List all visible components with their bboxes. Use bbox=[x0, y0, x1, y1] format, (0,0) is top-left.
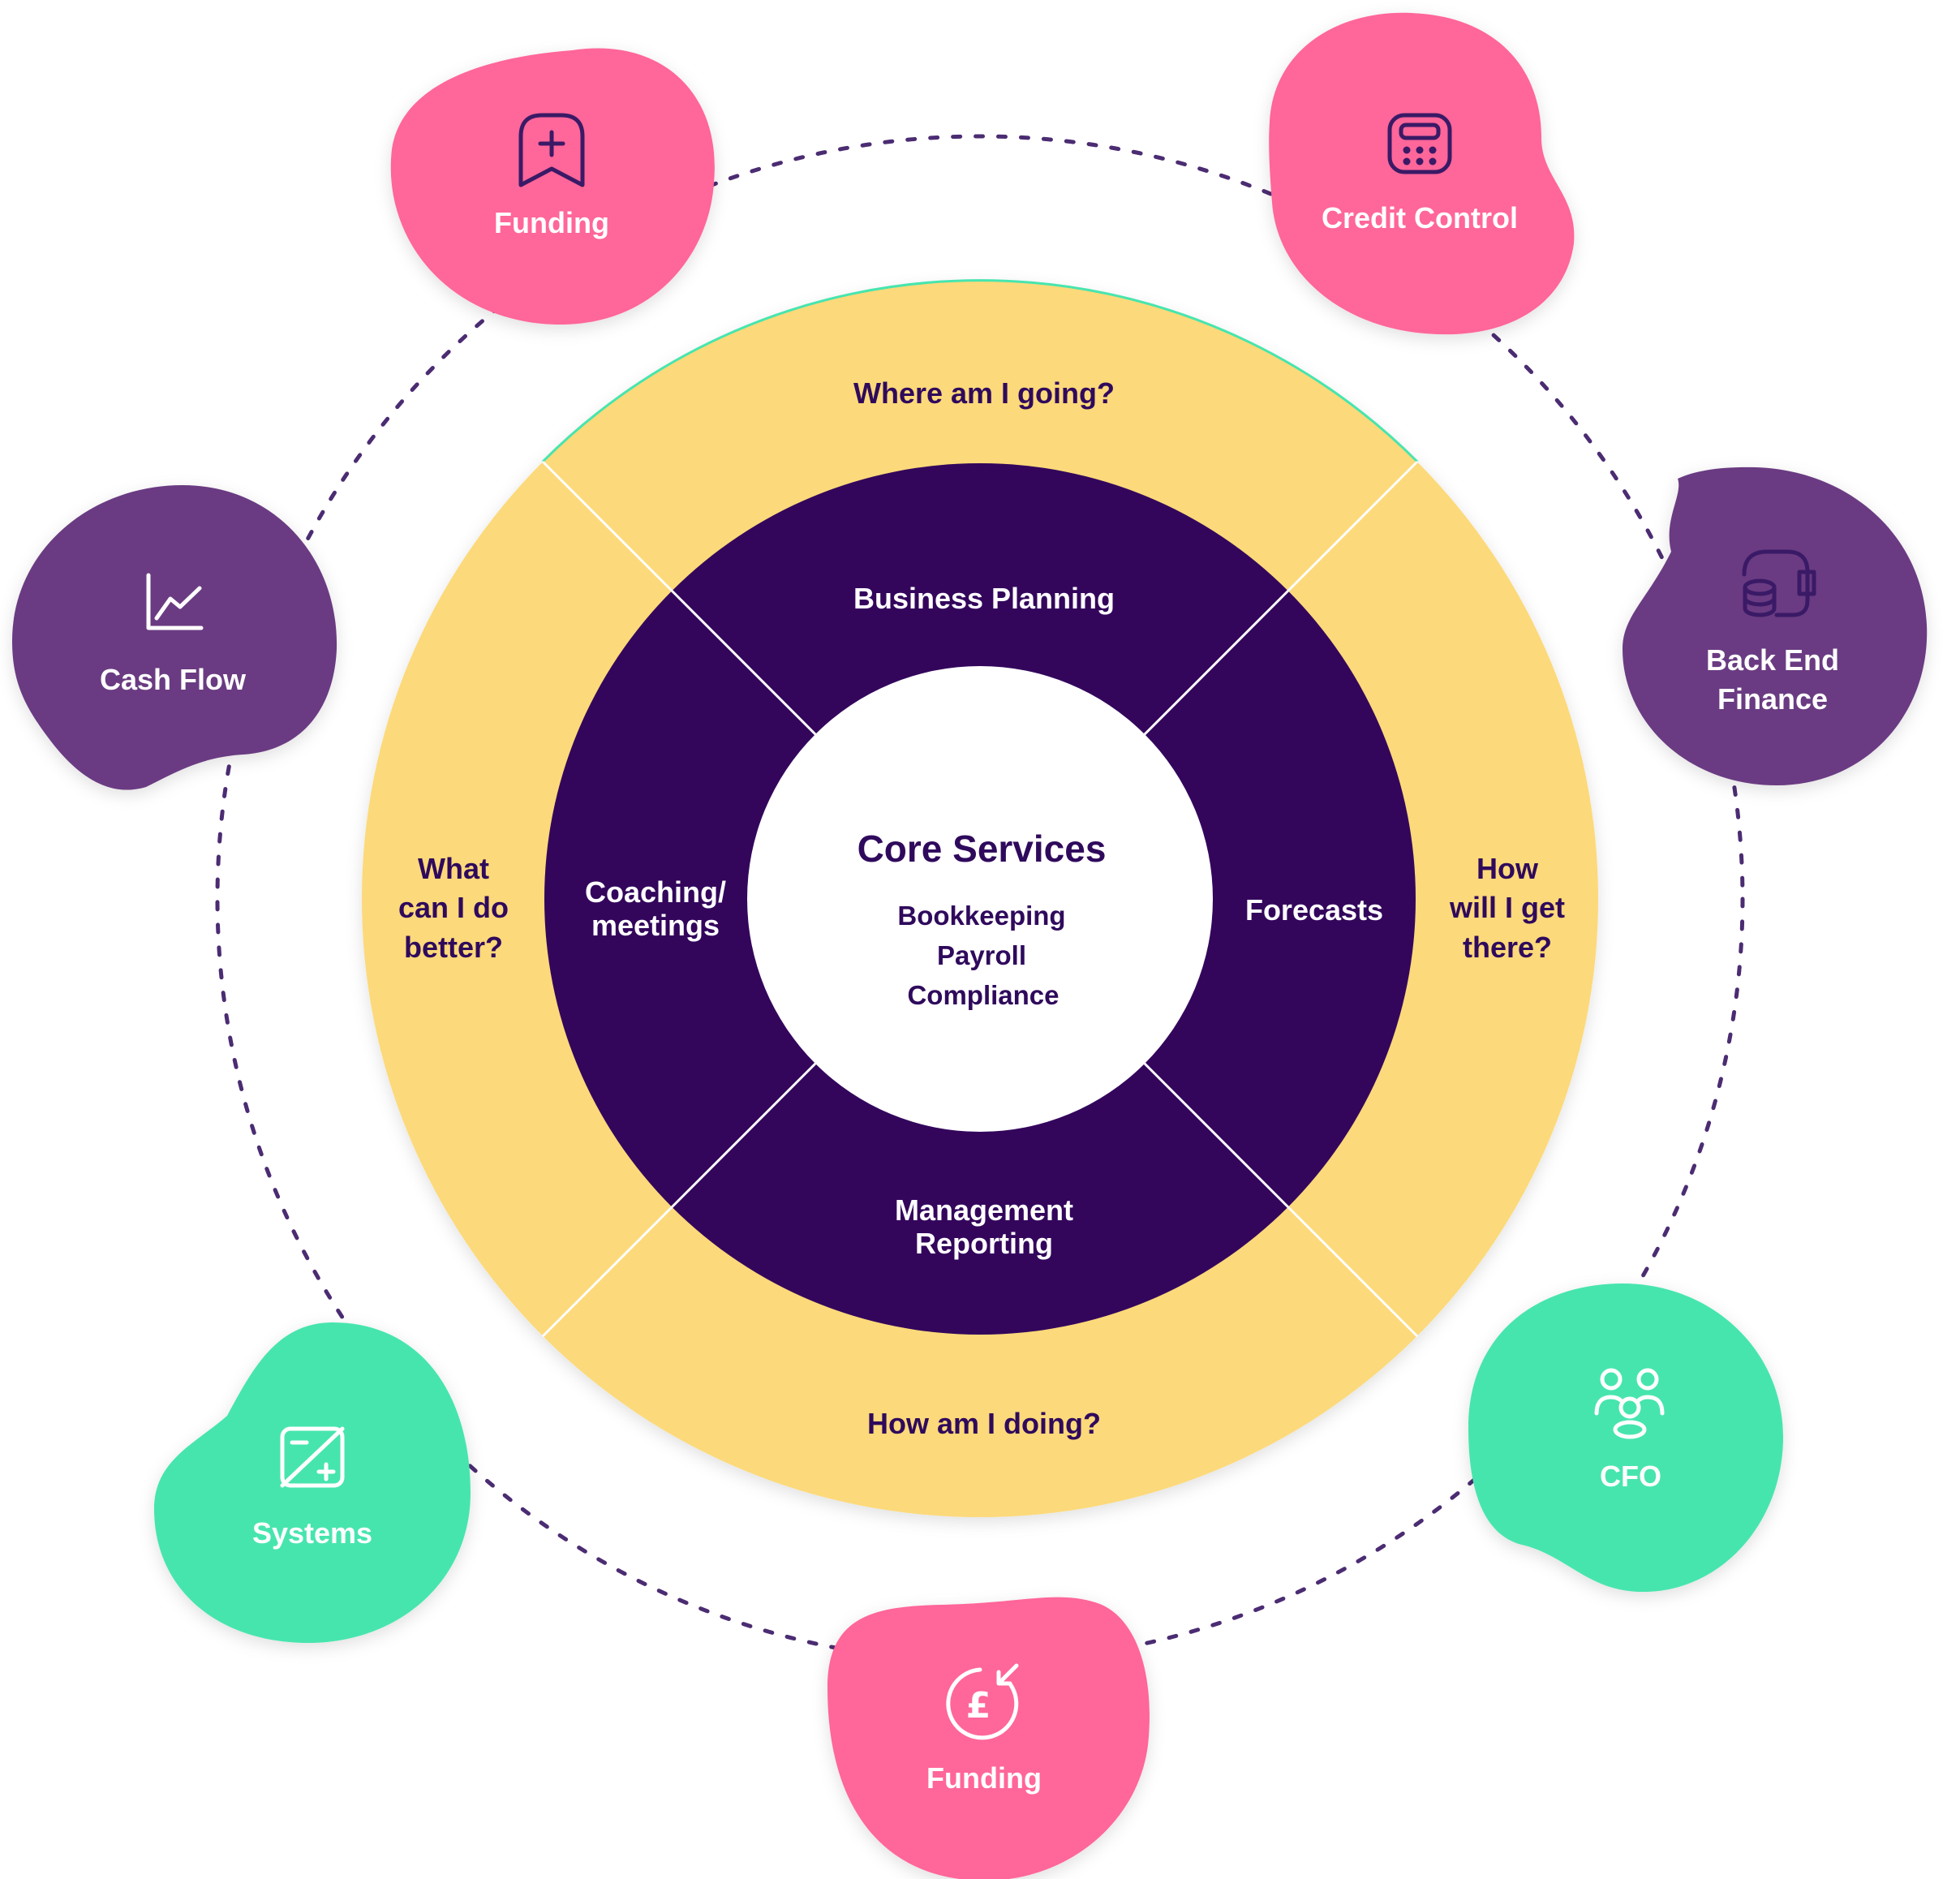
pound-inflow-icon: £ bbox=[946, 1663, 1019, 1740]
inner-ring-dividers bbox=[670, 589, 1290, 1209]
bookmark-plus-icon bbox=[518, 113, 585, 187]
core-circle bbox=[747, 666, 1213, 1132]
bubble-funding-bottom-label: Funding bbox=[926, 1761, 1042, 1795]
outer-label-bottom: How am I doing? bbox=[867, 1407, 1101, 1440]
calculator-icon bbox=[1387, 113, 1452, 174]
line-chart-icon bbox=[146, 573, 204, 630]
core-item: Compliance bbox=[907, 980, 1059, 1010]
bubble-cash-flow-label: Cash Flow bbox=[100, 663, 247, 696]
dashed-orbit bbox=[215, 134, 1745, 1664]
outer-label-right: will I get bbox=[1449, 891, 1565, 924]
inner-label-bottom: Management bbox=[895, 1193, 1073, 1227]
bubble-back-end-finance[interactable] bbox=[1623, 467, 1928, 785]
svg-text:£: £ bbox=[966, 1685, 991, 1726]
inner-label-right: Forecasts bbox=[1245, 893, 1383, 927]
inner-label-top: Business Planning bbox=[853, 582, 1115, 615]
inner-label-left: Coaching/ bbox=[585, 875, 726, 909]
wallet-coins-icon bbox=[1742, 549, 1816, 617]
outer-label-left: can I do bbox=[398, 891, 509, 924]
bubble-cash-flow[interactable] bbox=[12, 485, 337, 790]
bubble-systems-label: Systems bbox=[252, 1516, 372, 1550]
bubble-back-end-finance-label: Finance bbox=[1717, 682, 1828, 716]
outer-label-right: there? bbox=[1463, 931, 1552, 964]
inner-label-left: meetings bbox=[591, 909, 720, 942]
core-item: Payroll bbox=[937, 940, 1026, 970]
core-title: Core Services bbox=[858, 828, 1107, 870]
outer-ring-dividers bbox=[541, 460, 1419, 1338]
bubble-funding-top-label: Funding bbox=[494, 206, 609, 239]
plus-minus-icon bbox=[280, 1426, 345, 1488]
bubble-back-end-finance-label: Back End bbox=[1706, 643, 1839, 677]
inner-label-bottom: Reporting bbox=[915, 1227, 1053, 1260]
outer-ring-top-edge bbox=[541, 279, 1419, 463]
bubble-credit-control-label: Credit Control bbox=[1322, 201, 1518, 234]
people-group-icon bbox=[1594, 1368, 1665, 1439]
core-item: Bookkeeping bbox=[897, 901, 1065, 931]
bubble-systems[interactable] bbox=[154, 1322, 471, 1643]
outer-label-right: How bbox=[1476, 852, 1539, 885]
outer-label-left: better? bbox=[404, 931, 503, 964]
bubble-funding-top[interactable] bbox=[390, 48, 715, 325]
bubble-cfo-label: CFO bbox=[1600, 1460, 1661, 1493]
outer-label-left: What bbox=[418, 852, 489, 885]
outer-label-top: Where am I going? bbox=[853, 376, 1115, 410]
